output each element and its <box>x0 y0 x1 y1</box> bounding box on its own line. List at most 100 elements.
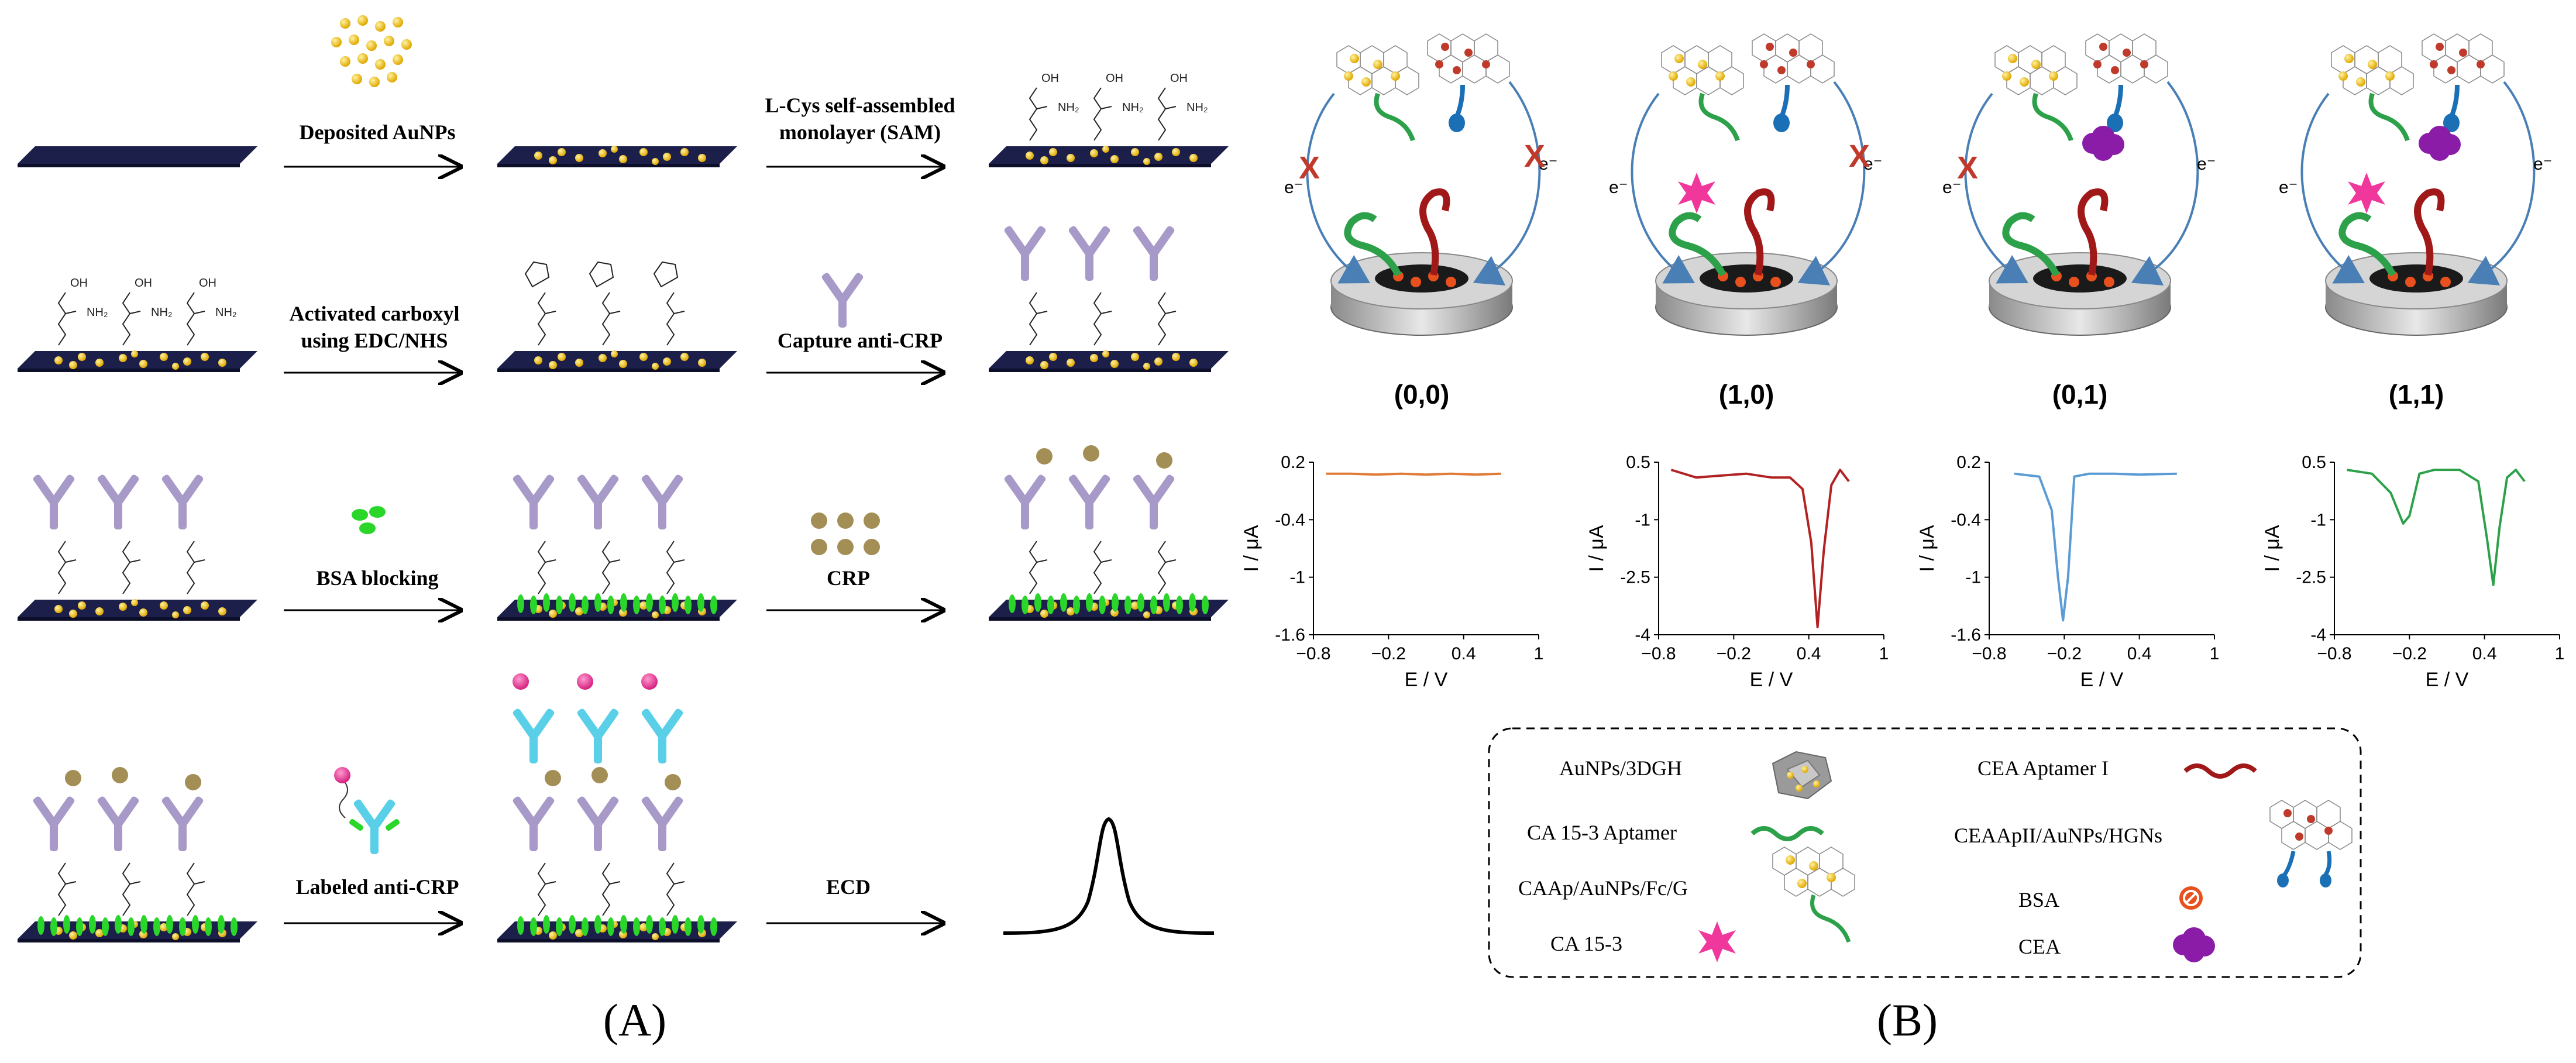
state-label-00: (0,0) <box>1394 379 1450 410</box>
step-sam-line2: monolayer (SAM) <box>779 121 941 144</box>
y-tick-label: -4 <box>1635 625 1650 645</box>
x-tick-label: 0.4 <box>2127 644 2152 663</box>
cea-bound <box>2419 126 2461 161</box>
caap-cluster <box>2331 45 2414 142</box>
chem-label-nh2: NH₂ <box>1186 101 1208 114</box>
x-tick-label: −0.2 <box>2392 644 2427 663</box>
row2-sam-electrode <box>18 292 257 372</box>
y-tick-label: 0.2 <box>1956 453 1981 472</box>
electron-arrow-right <box>2131 81 2199 285</box>
caap-cluster <box>1994 45 2078 142</box>
bsa-particles-icon <box>352 506 386 534</box>
x-tick-label: −0.2 <box>1717 644 1751 663</box>
y-tick-label: 0.2 <box>1281 453 1305 472</box>
chem-label-nh2: NH₂ <box>87 306 108 319</box>
chem-label-oh: OH <box>1041 72 1059 85</box>
x-tick-label: 1 <box>2210 644 2220 663</box>
y-axis-title: I / μA <box>1240 525 1263 572</box>
legend-ca153-aptamer: CA 15-3 Aptamer <box>1527 821 1677 844</box>
x-tick-label: −0.8 <box>1296 644 1330 663</box>
series-line-4 <box>2347 469 2526 586</box>
labeled-antibody-icon <box>334 767 400 854</box>
bsa-marker <box>1446 277 1456 287</box>
y-tick-label: -0.4 <box>1951 510 1981 529</box>
ceaapii-cluster <box>1752 33 1835 132</box>
row1-bare-electrode <box>18 146 257 167</box>
caap-icon <box>1772 847 1855 943</box>
row4-crp-electrode <box>18 767 257 942</box>
cea-bound <box>2082 126 2124 161</box>
row3-antibody-electrode <box>18 473 257 621</box>
aunp-cluster-icon <box>331 15 412 87</box>
electrode-schematic-4: e⁻ e⁻ <box>2279 33 2553 336</box>
y-tick-label: -1 <box>1289 568 1305 587</box>
ca153-aptamer-strand <box>1669 212 1726 277</box>
step-sam-line1: L-Cys self-assembled <box>765 94 955 117</box>
series-line-2 <box>1670 469 1850 628</box>
legend-caap: CAAp/AuNPs/Fc/G <box>1518 876 1688 900</box>
x-tick-label: −0.8 <box>1972 644 2006 663</box>
chem-label-oh: OH <box>135 277 152 290</box>
x-tick-label: 0.4 <box>2472 644 2497 663</box>
electrode-schematic-2: e⁻e⁻X <box>1609 33 1883 336</box>
row1-aunp-electrode <box>497 146 737 167</box>
chem-label-nh2: NH₂ <box>1122 101 1144 114</box>
legend-aunps-3dgh: AuNPs/3DGH <box>1559 756 1682 780</box>
ca153-aptamer-strand <box>2338 212 2396 277</box>
y-tick-label: 0.5 <box>1626 453 1650 472</box>
block-mark-left: X <box>1957 150 1978 185</box>
electron-label-right: e⁻ <box>1539 154 1558 174</box>
x-tick-label: 1 <box>2555 644 2565 663</box>
y-tick-label: -1.6 <box>1951 625 1981 645</box>
legend-cea: CEA <box>2018 935 2061 958</box>
bsa-icon <box>2179 886 2203 910</box>
bsa-marker <box>1770 277 1781 287</box>
y-tick-label: -0.4 <box>1275 510 1305 529</box>
x-axis-title: E / V <box>1750 669 1793 691</box>
bsa-marker <box>2104 277 2114 287</box>
row1-sam-electrode <box>989 87 1229 167</box>
block-mark-right: X <box>1524 139 1545 174</box>
legend-bsa: BSA <box>2018 888 2059 911</box>
electron-label-left: e⁻ <box>2279 178 2298 197</box>
ca153-bound <box>1678 173 1715 214</box>
x-tick-label: 1 <box>1879 644 1889 663</box>
legend-cea-aptamer: CEA Aptamer I <box>1977 756 2109 780</box>
cea-aptamer-strand <box>2414 188 2445 276</box>
row2-antibody-electrode <box>989 225 1229 372</box>
x-tick-label: 1 <box>1534 644 1544 663</box>
y-tick-label: -2.5 <box>2296 568 2326 587</box>
row3-bsa-electrode <box>497 473 737 621</box>
electron-arrow-left <box>1964 92 2028 284</box>
cea-aptamer-icon <box>2183 763 2257 779</box>
electron-label-right: e⁻ <box>2533 154 2553 174</box>
chem-label-oh: OH <box>1170 72 1188 85</box>
cea-icon <box>2173 927 2215 962</box>
chem-label-oh: OH <box>1106 72 1123 85</box>
chem-label-oh: OH <box>199 277 216 290</box>
block-mark-right: X <box>1849 139 1870 174</box>
ceaapii-cluster <box>1427 33 1510 132</box>
x-tick-label: −0.2 <box>1371 644 1406 663</box>
y-tick-label: -1 <box>1635 510 1650 529</box>
step-bsa-blocking: BSA blocking <box>316 566 438 590</box>
ca153-bound <box>2348 173 2385 214</box>
legend-box: AuNPs/3DGH CA 15-3 Aptamer CAAp/AuNPs/Fc… <box>1488 727 2362 978</box>
ca153-icon <box>1698 921 1736 962</box>
x-tick-label: 0.4 <box>1452 644 1476 663</box>
y-axis-title: I / μA <box>2261 525 2283 572</box>
electron-label-left: e⁻ <box>1284 178 1304 197</box>
y-axis-title: I / μA <box>1916 525 1938 572</box>
cea-aptamer-strand <box>1419 188 1450 276</box>
panel-a-label: (A) <box>603 995 666 1045</box>
row2-activated-electrode <box>497 261 737 372</box>
bsa-marker <box>2405 277 2416 287</box>
electron-label-right: e⁻ <box>2197 154 2216 174</box>
legend-ca153: CA 15-3 <box>1550 932 1622 955</box>
